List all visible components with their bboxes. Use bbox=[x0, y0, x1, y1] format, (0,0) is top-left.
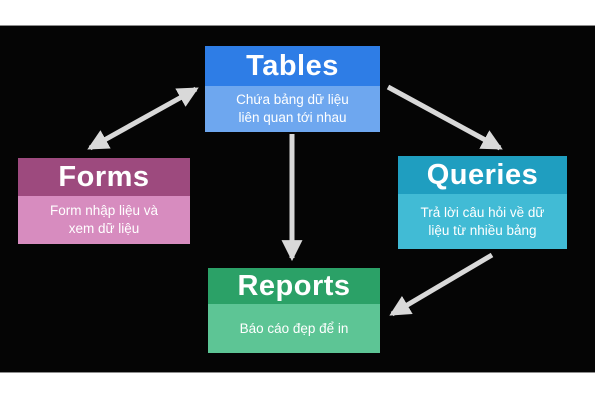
arrow-queries-reports bbox=[389, 252, 494, 317]
node-queries-title: Queries bbox=[398, 156, 567, 194]
arrow-layer bbox=[87, 84, 503, 317]
node-reports: Reports Báo cáo đẹp để in bbox=[208, 268, 380, 353]
node-tables: Tables Chứa bảng dữ liệu liên quan tới n… bbox=[205, 46, 380, 132]
node-forms-subtitle: Form nhập liệu và xem dữ liệu bbox=[18, 196, 190, 244]
node-tables-title: Tables bbox=[205, 46, 380, 86]
node-reports-title: Reports bbox=[208, 268, 380, 304]
arrow-tables-queries bbox=[386, 84, 503, 151]
node-queries: Queries Trả lời câu hỏi về dữ liệu từ nh… bbox=[398, 156, 567, 249]
node-forms-title: Forms bbox=[18, 158, 190, 196]
node-forms: Forms Form nhập liệu và xem dữ liệu bbox=[18, 158, 190, 244]
node-reports-subtitle: Báo cáo đẹp để in bbox=[208, 304, 380, 353]
diagram-stage: Tables Chứa bảng dữ liệu liên quan tới n… bbox=[0, 25, 595, 373]
node-tables-subtitle: Chứa bảng dữ liệu liên quan tới nhau bbox=[205, 86, 380, 132]
arrow-forms-tables bbox=[87, 86, 199, 151]
node-queries-subtitle: Trả lời câu hỏi về dữ liệu từ nhiều bảng bbox=[398, 194, 567, 249]
